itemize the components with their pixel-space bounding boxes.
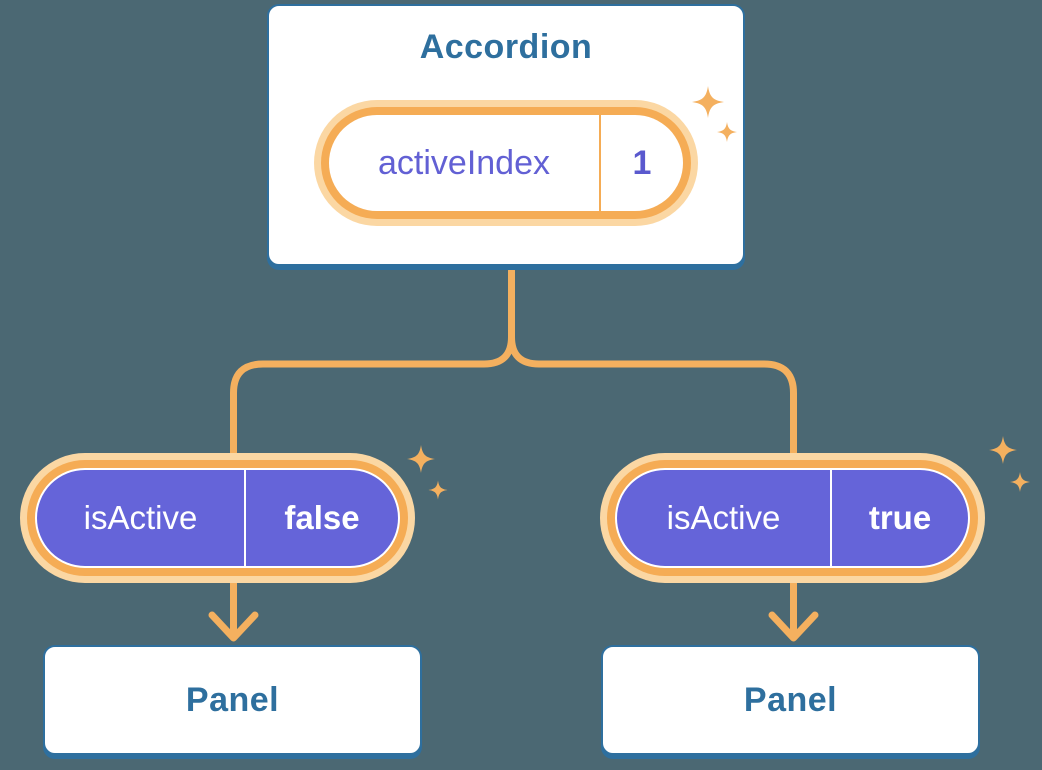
accordion-title: Accordion — [419, 28, 593, 66]
panel-title: Panel — [743, 680, 838, 719]
prop-pill-left: isActive false — [20, 453, 415, 583]
accordion-component-card: Accordion activeIndex 1 — [267, 4, 745, 266]
panel-component-card-left: Panel — [43, 645, 422, 755]
prop-pill-right: isActive true — [600, 453, 985, 583]
state-pill-divider — [599, 115, 601, 211]
prop-pill-ring: isActive true — [607, 460, 978, 576]
prop-pill-ring: isActive false — [27, 460, 408, 576]
prop-value: false — [284, 499, 360, 536]
prop-pill-divider — [830, 470, 832, 566]
sparkle-icon — [407, 445, 448, 500]
state-label: activeIndex — [378, 143, 550, 182]
state-pill-ring: activeIndex 1 — [321, 107, 691, 219]
prop-label: isActive — [666, 499, 781, 536]
prop-pill-body: isActive true — [615, 468, 970, 568]
arrow-down-icon — [208, 611, 259, 642]
prop-label: isActive — [83, 499, 198, 536]
arrow-down-icon — [768, 611, 819, 642]
sparkle-icon — [989, 436, 1030, 492]
prop-value: true — [868, 499, 932, 536]
state-pill: activeIndex 1 — [314, 100, 698, 226]
panel-component-card-right: Panel — [601, 645, 980, 755]
state-value: 1 — [632, 143, 652, 182]
prop-pill-body: isActive false — [35, 468, 400, 568]
panel-title: Panel — [185, 680, 280, 719]
state-pill-body: activeIndex 1 — [329, 115, 683, 211]
